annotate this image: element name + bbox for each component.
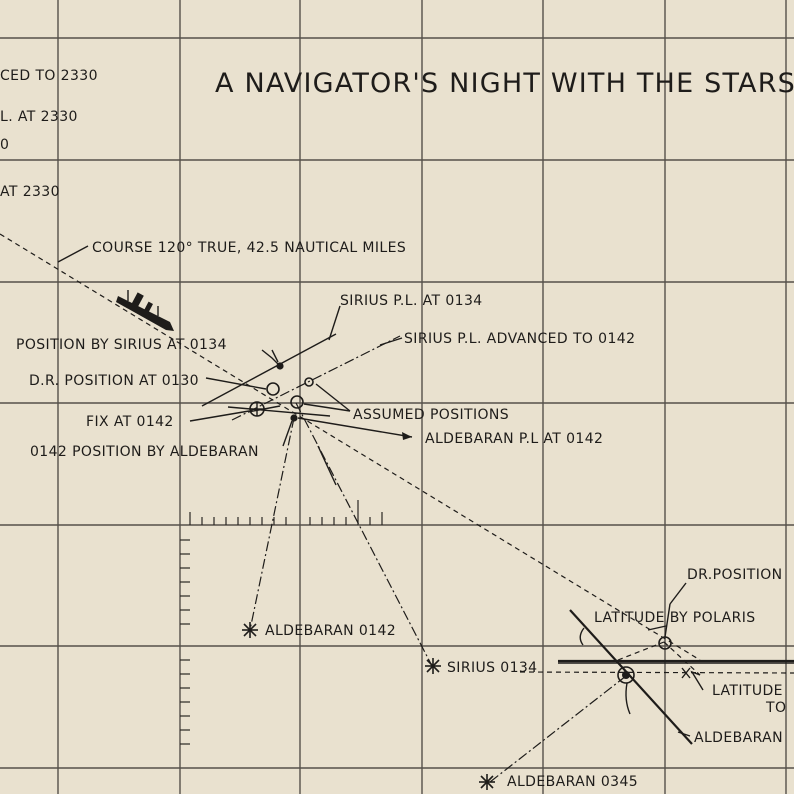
legend-line-4: AT 2330 <box>0 184 60 200</box>
sirius-0134-label: SIRIUS 0134 <box>447 660 538 676</box>
leader-latitude-to <box>690 670 704 691</box>
aldebaran-position-line <box>227 406 331 417</box>
assumed-position-marker <box>290 395 304 409</box>
sirius-pl-tick <box>328 305 341 341</box>
legend-line-2: L. AT 2330 <box>0 109 78 125</box>
leader-aldebaran-pl <box>297 417 413 438</box>
dr-position-0130-label: D.R. POSITION AT 0130 <box>29 373 199 389</box>
sirius-position-line <box>201 333 337 407</box>
leader-assumed-1 <box>315 383 351 412</box>
aldebaran-position-line-right <box>569 609 693 745</box>
sirius-short-line <box>317 445 337 486</box>
angle-arc-lower <box>625 682 631 715</box>
vertical-scale <box>180 539 190 745</box>
dr-position-0130-marker <box>266 382 280 396</box>
sirius-pl-advanced-label: SIRIUS P.L. ADVANCED TO 0142 <box>404 331 635 347</box>
sirius-line-extended <box>519 671 794 674</box>
horizontal-scale <box>189 500 383 525</box>
leader-dr-right <box>664 603 671 638</box>
aldebaran-0142-label: ALDEBARAN 0142 <box>265 623 396 639</box>
azimuth-aldebaran-0142 <box>249 417 295 631</box>
aldebaran-right-label: ALDEBARAN <box>694 730 783 746</box>
leader-course <box>57 245 89 263</box>
dr-position-right-label: DR.POSITION <box>687 567 783 583</box>
assumed-positions-label: ASSUMED POSITIONS <box>353 407 509 423</box>
ship-icon <box>116 290 174 331</box>
leader-position-by-sirius <box>261 349 279 365</box>
sirius-pl-0134-label: SIRIUS P.L. AT 0134 <box>340 293 483 309</box>
position-by-aldebaran-dot <box>290 414 298 422</box>
azimuth-aldebaran-0345 <box>489 675 627 783</box>
legend-line-3: 0 <box>0 137 9 153</box>
sirius-0134-star-icon <box>425 658 441 674</box>
sirius-pl-advanced-line <box>231 335 401 421</box>
fix-right-marker <box>617 666 635 684</box>
leader-dr-position <box>205 377 267 390</box>
latitude-by-polaris-label: LATITUDE BY POLARIS <box>594 610 756 626</box>
page-title: A NAVIGATOR'S NIGHT WITH THE STARS <box>215 68 794 99</box>
latitude-to-label-2: TO <box>765 700 786 716</box>
course-label: COURSE 120° TRUE, 42.5 NAUTICAL MILES <box>92 240 406 256</box>
position-by-aldebaran-label: 0142 POSITION BY ALDEBARAN <box>30 444 259 460</box>
aldebaran-0142-star-icon <box>242 622 258 638</box>
leader-aldebaran-position <box>282 420 293 447</box>
latitude-to-label-1: LATITUDE <box>712 683 783 699</box>
aldebaran-0345-label: ALDEBARAN 0345 <box>507 774 638 790</box>
leader-sirius-advanced <box>379 337 403 346</box>
course-line <box>0 233 701 661</box>
aldebaran-pl-0142-label: ALDEBARAN P.L AT 0142 <box>425 431 603 447</box>
legend-line-1: CED TO 2330 <box>0 68 98 84</box>
position-by-sirius-label: POSITION BY SIRIUS AT 0134 <box>16 337 227 353</box>
leader-aldebaran-right <box>677 731 691 737</box>
advanced-position-marker <box>304 377 314 387</box>
position-by-sirius-dot <box>276 362 284 370</box>
leader-fix <box>189 410 250 422</box>
leader-latitude-polaris <box>647 625 667 631</box>
angle-arc <box>579 627 585 646</box>
aldebaran-0345-star-icon <box>479 774 495 790</box>
fix-0142-label: FIX AT 0142 <box>86 414 174 430</box>
leader-assumed-2 <box>303 403 351 412</box>
